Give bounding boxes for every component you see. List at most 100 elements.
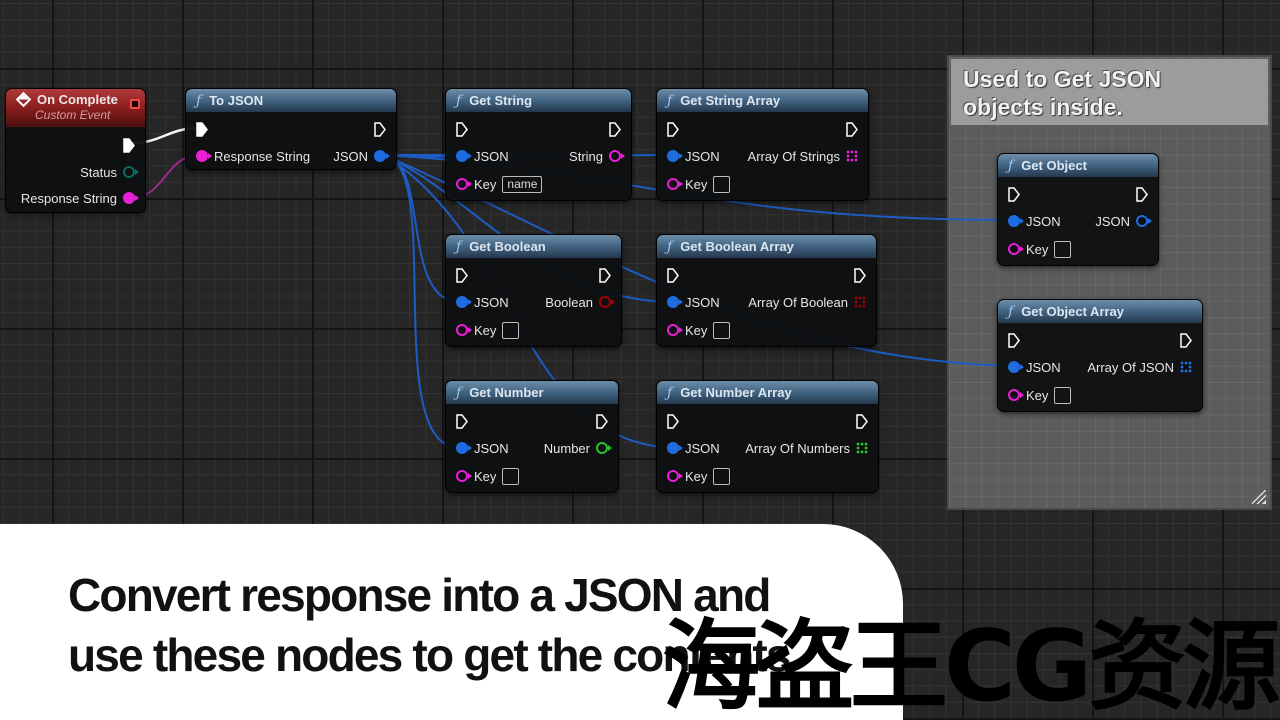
exec-out-pin-icon[interactable]	[599, 267, 611, 283]
key-label: Key	[685, 468, 708, 484]
exec-out-pin-icon[interactable]	[374, 121, 386, 137]
node-title: Get Object Array	[1021, 304, 1125, 319]
exec-in-pin-icon[interactable]	[456, 121, 468, 137]
exec-in-pin-icon[interactable]	[456, 413, 468, 429]
delegate-pin-icon[interactable]	[130, 99, 140, 109]
key-pin-icon[interactable]	[1008, 389, 1024, 401]
node-title: Get Number Array	[680, 385, 792, 400]
array-out-pin-icon[interactable]	[846, 150, 858, 162]
status-pin-icon[interactable]	[123, 166, 139, 178]
comment-box[interactable]: Used to Get JSON objects inside.	[947, 55, 1272, 510]
output-label: Boolean	[545, 294, 593, 310]
node-title: To JSON	[209, 93, 264, 108]
exec-in-pin-icon[interactable]	[667, 413, 679, 429]
key-pin-icon[interactable]	[456, 324, 472, 336]
comment-header[interactable]: Used to Get JSON objects inside.	[951, 59, 1268, 125]
json-in-pin-icon[interactable]	[456, 150, 472, 162]
node-title: Get Boolean	[469, 239, 546, 254]
exec-out-pin-icon[interactable]	[609, 121, 621, 137]
output-label: String	[569, 148, 603, 164]
exec-in-pin-icon[interactable]	[667, 121, 679, 137]
exec-out-pin-icon[interactable]	[596, 413, 608, 429]
exec-out-pin-icon[interactable]	[1180, 332, 1192, 348]
response-string-pin-icon[interactable]	[123, 192, 139, 204]
exec-in-pin-icon[interactable]	[1008, 186, 1020, 202]
output-label: Array Of Numbers	[745, 440, 850, 456]
comment-text-line1: Used to Get JSON	[963, 66, 1162, 92]
key-label: Key	[1026, 241, 1049, 257]
key-pin-icon[interactable]	[1008, 243, 1024, 255]
json-in-pin-icon[interactable]	[667, 150, 683, 162]
key-label: Key	[474, 176, 497, 192]
exec-in-pin-icon[interactable]	[196, 121, 208, 137]
exec-in-pin-icon[interactable]	[667, 267, 679, 283]
caption-line2: use these nodes to get the contents	[68, 629, 791, 681]
key-pin-icon[interactable]	[667, 324, 683, 336]
exec-in-pin-icon[interactable]	[1008, 332, 1020, 348]
value-out-pin-icon[interactable]	[599, 296, 615, 308]
value-out-pin-icon[interactable]	[596, 442, 612, 454]
json-in-pin-icon[interactable]	[1008, 361, 1024, 373]
key-input[interactable]	[713, 175, 731, 193]
key-label: Key	[685, 322, 708, 338]
key-label: Key	[474, 468, 497, 484]
array-out-pin-icon[interactable]	[856, 442, 868, 454]
key-pin-icon[interactable]	[456, 178, 472, 190]
json-in-label: JSON	[474, 148, 509, 164]
key-pin-icon[interactable]	[667, 178, 683, 190]
key-input[interactable]	[713, 321, 731, 339]
key-input[interactable]	[1054, 240, 1072, 258]
key-input[interactable]	[502, 321, 520, 339]
json-out-pin-icon[interactable]	[374, 150, 390, 162]
function-icon: ƒ	[196, 92, 202, 109]
resize-grip-icon[interactable]	[1252, 490, 1266, 504]
exec-out-pin-icon[interactable]	[123, 137, 135, 153]
function-icon: ƒ	[1008, 303, 1014, 320]
array-out-pin-icon[interactable]	[1180, 361, 1192, 373]
output-label: Array Of JSON	[1087, 359, 1174, 375]
key-label: Key	[474, 322, 497, 338]
key-input[interactable]: name	[502, 175, 543, 193]
json-in-pin-icon[interactable]	[456, 296, 472, 308]
exec-out-pin-icon[interactable]	[856, 413, 868, 429]
event-header: On Complete Custom Event	[6, 89, 145, 127]
exec-out-pin-icon[interactable]	[1136, 186, 1148, 202]
value-out-pin-icon[interactable]	[1136, 215, 1152, 227]
exec-out-pin-icon[interactable]	[854, 267, 866, 283]
json-in-pin-icon[interactable]	[667, 296, 683, 308]
function-icon: ƒ	[667, 238, 673, 255]
array-out-pin-icon[interactable]	[854, 296, 866, 308]
output-label: Number	[543, 440, 590, 456]
value-out-pin-icon[interactable]	[609, 150, 625, 162]
json-in-pin-icon[interactable]	[1008, 215, 1024, 227]
key-input[interactable]	[713, 467, 731, 485]
key-input[interactable]	[1054, 386, 1072, 404]
node-on-complete[interactable]: On Complete Custom Event Status Response…	[5, 88, 146, 213]
json-in-pin-icon[interactable]	[456, 442, 472, 454]
exec-in-pin-icon[interactable]	[456, 267, 468, 283]
key-input[interactable]	[502, 467, 520, 485]
output-label: JSON	[333, 148, 368, 164]
response-string-in-pin-icon[interactable]	[196, 150, 212, 162]
exec-out-pin-icon[interactable]	[846, 121, 858, 137]
caption-line1: Convert response into a JSON and	[68, 569, 771, 621]
json-in-pin-icon[interactable]	[667, 442, 683, 454]
key-pin-icon[interactable]	[456, 470, 472, 482]
key-pin-icon[interactable]	[667, 470, 683, 482]
function-icon: ƒ	[456, 384, 462, 401]
